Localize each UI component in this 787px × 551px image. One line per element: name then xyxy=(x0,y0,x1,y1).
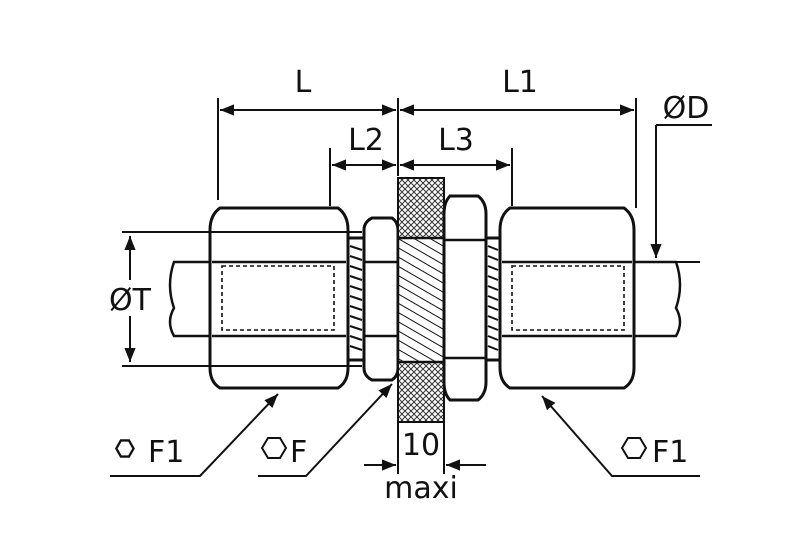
label-F: F xyxy=(290,435,307,470)
leader-F1-right: F1 xyxy=(541,395,700,477)
dimension-OT: ØT xyxy=(100,231,362,367)
threaded-shank xyxy=(396,236,446,364)
dimension-L3: L3 xyxy=(400,123,513,206)
label-F1-right: F1 xyxy=(652,435,688,470)
dimension-OD: ØD xyxy=(640,91,712,263)
label-L1: L1 xyxy=(502,65,538,100)
label-L2: L2 xyxy=(348,123,384,158)
label-panel-thickness: 10 xyxy=(402,428,440,463)
left-thread xyxy=(346,236,366,362)
tube-left xyxy=(168,260,214,338)
hexagon-icon xyxy=(260,437,288,459)
label-L3: L3 xyxy=(438,123,474,158)
label-F1-left: F1 xyxy=(148,435,184,470)
hexagon-icon xyxy=(114,439,135,458)
locknut xyxy=(442,194,488,402)
leader-F: F xyxy=(258,383,393,477)
dimension-L: L xyxy=(217,65,399,200)
label-OT: ØT xyxy=(109,283,152,318)
dimension-panel-thickness: 10 maxi xyxy=(364,422,486,506)
hexagon-icon xyxy=(620,437,648,459)
right-nut xyxy=(498,206,636,390)
label-L: L xyxy=(295,65,312,100)
leader-F1-left: F1 xyxy=(110,393,279,477)
label-maxi: maxi xyxy=(384,471,458,506)
dimension-L1: L1 xyxy=(400,65,637,208)
dimension-L2: L2 xyxy=(329,123,396,206)
label-OD: ØD xyxy=(663,91,710,126)
body-hex xyxy=(362,216,400,382)
right-thread xyxy=(484,236,502,362)
left-nut xyxy=(208,206,350,390)
tube-right xyxy=(632,260,682,338)
